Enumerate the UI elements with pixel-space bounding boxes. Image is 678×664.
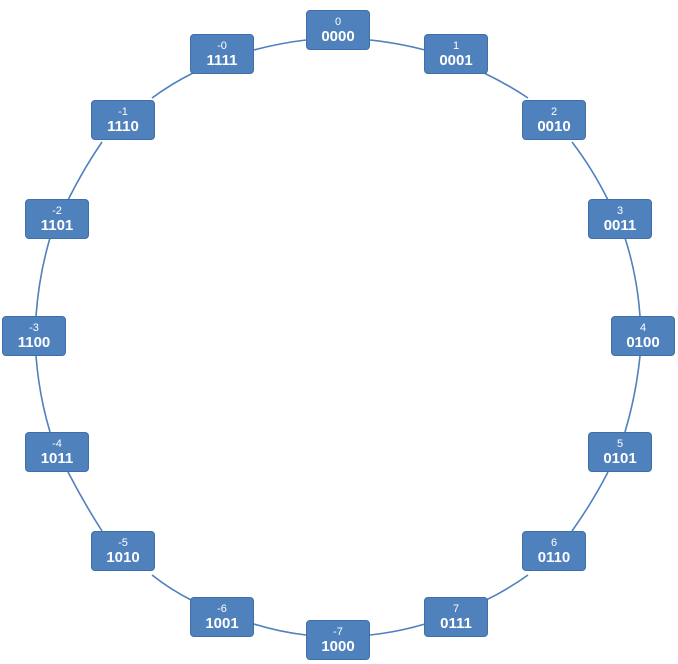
node-binary-value: 0110 — [537, 548, 571, 566]
ring-arc-m7-m6 — [253, 623, 307, 636]
ring-arc-4-5 — [624, 355, 641, 433]
node-minus-3: -3 1100 — [2, 316, 66, 356]
node-1: 1 0001 — [424, 34, 488, 74]
node-minus-2: -2 1101 — [25, 199, 89, 239]
ring-arc-7-m7 — [369, 623, 426, 636]
node-3: 3 0011 — [588, 199, 652, 239]
node-decimal-label: -7 — [333, 625, 343, 638]
node-decimal-label: 5 — [616, 437, 624, 450]
node-binary-value: 1110 — [107, 117, 139, 135]
node-decimal-label: 6 — [550, 536, 558, 549]
node-decimal-label: -6 — [217, 602, 227, 615]
node-binary-value: 0101 — [603, 449, 637, 467]
node-binary-value: 1010 — [106, 548, 140, 566]
ring-arc-m6-m5 — [151, 574, 194, 602]
node-binary-value: 0100 — [626, 333, 660, 351]
ring-arc-2-3 — [571, 141, 609, 201]
node-decimal-label: -4 — [52, 437, 62, 450]
node-decimal-label: -5 — [118, 536, 128, 549]
ring-arc-m1-m0 — [151, 72, 194, 99]
node-5: 5 0101 — [588, 432, 652, 472]
ring-arc-m0-0 — [253, 39, 307, 51]
node-minus-0: -0 1111 — [190, 34, 254, 74]
node-minus-5: -5 1010 — [91, 531, 155, 571]
ring-arc-5-6 — [571, 471, 609, 532]
ring-arc-6-7 — [483, 574, 529, 602]
node-decimal-label: 4 — [639, 321, 647, 334]
node-minus-6: -6 1001 — [190, 597, 254, 637]
ring-arc-m3-m2 — [35, 237, 51, 317]
node-binary-value: 1111 — [206, 51, 238, 69]
node-binary-value: 1101 — [40, 216, 74, 234]
node-decimal-label: 0 — [334, 15, 342, 28]
node-minus-4: -4 1011 — [25, 432, 89, 472]
node-minus-1: -1 1110 — [91, 100, 155, 140]
node-decimal-label: 2 — [550, 105, 558, 118]
node-decimal-label: -3 — [29, 321, 39, 334]
node-binary-value: 0001 — [439, 51, 473, 69]
node-decimal-label: 7 — [452, 602, 460, 615]
ring-arc-m2-m1 — [67, 141, 103, 201]
node-4: 4 0100 — [611, 316, 675, 356]
node-binary-value: 0111 — [440, 614, 472, 632]
node-binary-value: 0010 — [537, 117, 571, 135]
node-binary-value: 0000 — [321, 27, 355, 45]
ring-arc-3-4 — [624, 237, 641, 317]
ring-arc-1-2 — [483, 72, 529, 99]
node-binary-value: 0011 — [603, 216, 637, 234]
node-2: 2 0010 — [522, 100, 586, 140]
ring-arc-m5-m4 — [67, 471, 103, 532]
ring-arc-m4-m3 — [35, 355, 51, 433]
node-7: 7 0111 — [424, 597, 488, 637]
node-decimal-label: -1 — [118, 105, 128, 118]
ring-arc-0-1 — [369, 39, 426, 51]
node-6: 6 0110 — [522, 531, 586, 571]
node-decimal-label: 3 — [616, 204, 624, 217]
node-decimal-label: -0 — [217, 39, 227, 52]
node-0: 0 0000 — [306, 10, 370, 50]
node-binary-value: 1100 — [17, 333, 51, 351]
node-binary-value: 1000 — [321, 637, 355, 655]
node-minus-7: -7 1000 — [306, 620, 370, 660]
node-decimal-label: -2 — [52, 204, 62, 217]
node-binary-value: 1011 — [40, 449, 74, 467]
node-decimal-label: 1 — [452, 39, 460, 52]
node-binary-value: 1001 — [205, 614, 239, 632]
